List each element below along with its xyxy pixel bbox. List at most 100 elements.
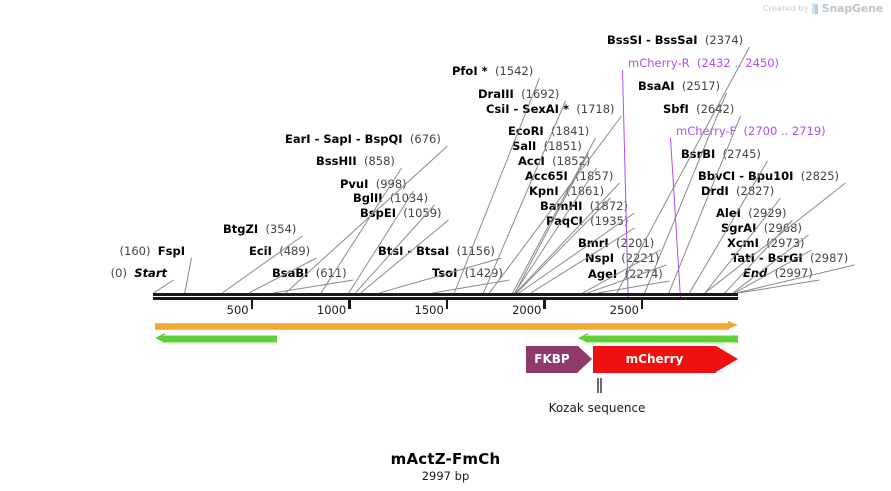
restriction-site-label[interactable]: BsaAI (2517): [638, 80, 720, 93]
restriction-site-label[interactable]: KpnI (1861): [529, 185, 604, 198]
site-name: DraIII: [478, 87, 514, 101]
site-position: (2987): [810, 251, 849, 265]
ruler-tick: [348, 300, 351, 309]
site-position: (2827): [736, 184, 775, 198]
site-position: (160): [119, 244, 151, 258]
site-position: (2201): [616, 236, 655, 250]
reverse-arrow-left[interactable]: [155, 333, 277, 343]
site-position: (1059): [403, 206, 442, 220]
site-name: BglII: [353, 191, 383, 205]
site-name: SbfI: [663, 102, 689, 116]
site-position: (858): [363, 154, 395, 168]
restriction-site-label[interactable]: SalI (1851): [512, 140, 582, 153]
site-position: (2374): [704, 33, 744, 47]
orf-mcherry[interactable]: mCherry: [593, 346, 738, 373]
page-title: mActZ-FmCh: [390, 450, 501, 468]
restriction-site-label[interactable]: Acc65I (1857): [525, 170, 613, 183]
site-position: (1718): [576, 102, 615, 116]
site-position: (2825): [800, 169, 840, 183]
site-name: AgeI: [588, 267, 618, 281]
restriction-site-label[interactable]: TatI - BsrGI (2987): [731, 252, 848, 265]
site-name: EarI - SapI - BspQI: [285, 132, 403, 146]
site-position: (1429): [464, 266, 503, 280]
primer-label[interactable]: mCherry-F (2700 .. 2719): [676, 125, 826, 138]
restriction-site-label[interactable]: SgrAI (2968): [721, 222, 802, 235]
site-position: (1156): [456, 244, 495, 258]
restriction-site-label[interactable]: BssSI - BssSaI (2374): [607, 34, 743, 47]
restriction-site-label[interactable]: DraIII (1692): [478, 88, 559, 101]
ruler-tick: [445, 300, 449, 309]
restriction-site-label[interactable]: (160) FspI: [0, 245, 185, 258]
site-position: (489): [279, 244, 311, 258]
site-name: EcoRI: [508, 124, 544, 138]
site-position: (2517): [681, 79, 721, 93]
site-position: (0): [110, 266, 127, 280]
restriction-site-label[interactable]: BssHII (858): [316, 155, 395, 168]
ruler-tick: [640, 300, 644, 309]
site-position: (354): [265, 222, 297, 236]
primer-label[interactable]: mCherry-R (2432 .. 2450): [628, 57, 779, 70]
site-name: PvuI: [340, 177, 369, 191]
snapgene-logo-icon: [811, 3, 819, 14]
site-name: BtgZI: [223, 222, 259, 236]
primer-range: (2432 .. 2450): [696, 56, 780, 70]
site-name: BbvCI - Bpu10I: [698, 169, 794, 183]
site-position: (2745): [722, 147, 761, 161]
watermark-created-by: Created by: [762, 4, 809, 13]
primer-range: (2700 .. 2719): [743, 124, 826, 138]
site-position: (1542): [494, 64, 534, 78]
ruler-tick-label: 1000: [316, 303, 347, 317]
site-name: NspI: [585, 251, 614, 265]
restriction-site-label[interactable]: EciI (489): [249, 245, 310, 258]
site-position: (2274): [624, 267, 663, 281]
ruler-tick-label: 1500: [414, 303, 444, 317]
site-name: TatI - BsrGI: [731, 251, 803, 265]
restriction-site-label[interactable]: CsiI - SexAI * (1718): [486, 103, 615, 116]
restriction-site-label[interactable]: PfoI * (1542): [452, 65, 533, 78]
site-name: KpnI: [529, 184, 559, 198]
site-name: SalI: [512, 139, 537, 153]
site-position: (1692): [521, 87, 560, 101]
site-name: BsaAI: [638, 79, 675, 93]
site-connector-line: [153, 279, 174, 294]
site-position: (1861): [565, 184, 605, 198]
kozak-sequence-label: Kozak sequence: [548, 401, 646, 415]
site-position: (2973): [766, 236, 805, 250]
plasmid-size-label: 2997 bp: [421, 469, 470, 483]
site-name: FspI: [157, 244, 185, 258]
sequence-ruler: [153, 293, 738, 300]
restriction-site-label[interactable]: PvuI (998): [340, 178, 407, 191]
site-name: BssSI - BssSaI: [607, 33, 698, 47]
site-name: PfoI *: [452, 64, 488, 78]
primer-name: mCherry-F: [676, 124, 737, 138]
site-position: (1851): [543, 139, 582, 153]
restriction-site-label[interactable]: BbvCI - Bpu10I (2825): [698, 170, 839, 183]
orf-mcherry-label: mCherry: [625, 352, 684, 366]
restriction-site-label[interactable]: SbfI (2642): [663, 103, 734, 116]
orf-fkbp-label: FKBP: [534, 352, 570, 366]
restriction-site-label[interactable]: (0) Start: [0, 267, 167, 280]
site-position: (611): [315, 266, 347, 280]
restriction-site-label[interactable]: NspI (2221): [585, 252, 660, 265]
site-name: BssHII: [316, 154, 357, 168]
forward-full-length-arrow[interactable]: [155, 321, 738, 330]
restriction-site-label[interactable]: BglII (1034): [353, 192, 428, 205]
site-name: Acc65I: [525, 169, 568, 183]
restriction-site-label[interactable]: BtgZI (354): [223, 223, 296, 236]
site-name: Start: [134, 266, 167, 280]
ruler-tick: [250, 300, 254, 309]
primer-name: mCherry-R: [628, 56, 690, 70]
reverse-arrow-right[interactable]: [578, 333, 738, 343]
ruler-tick-label: 2500: [609, 303, 639, 317]
restriction-site-label[interactable]: EarI - SapI - BspQI (676): [285, 133, 441, 146]
site-position: (1857): [575, 169, 614, 183]
site-position: (1841): [551, 124, 590, 138]
ruler-tick: [543, 300, 546, 309]
watermark-brand: SnapGene: [821, 2, 883, 15]
site-name: DrdI: [701, 184, 729, 198]
site-name: EciI: [249, 244, 272, 258]
restriction-site-label[interactable]: AleI (2929): [716, 207, 786, 220]
ruler-tick-label: 500: [226, 303, 249, 317]
orf-fkbp[interactable]: FKBP: [526, 346, 592, 373]
